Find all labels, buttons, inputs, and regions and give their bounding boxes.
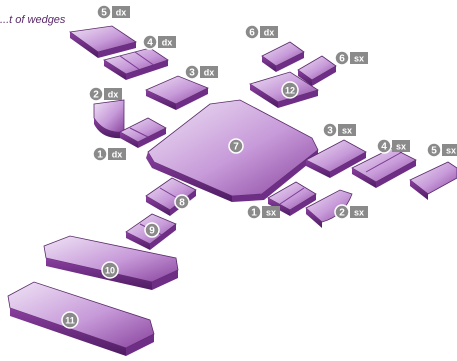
side-text-p3dx: dx	[204, 68, 215, 78]
label-p11: 11	[62, 312, 78, 328]
number-text-p6sx: 6	[339, 54, 345, 65]
number-text-p5sx: 5	[431, 146, 437, 157]
side-text-p4sx: sx	[396, 142, 406, 152]
diagram-title: ...t of wedges	[0, 14, 65, 26]
number-text-p1dx: 1	[97, 150, 103, 161]
label-p6sx: 6 sx	[335, 51, 368, 65]
side-text-p6dx: dx	[264, 28, 275, 38]
piece-6-dx	[262, 42, 304, 72]
side-text-p5sx: sx	[446, 146, 456, 156]
side-text-p6sx: sx	[354, 54, 364, 64]
number-text-p8: 8	[179, 198, 185, 209]
number-text-p3sx: 3	[327, 126, 333, 137]
number-text-p7: 7	[233, 142, 239, 153]
number-text-p10: 10	[105, 266, 115, 276]
side-text-p1sx: sx	[266, 208, 276, 218]
label-p3sx: 3 sx	[323, 123, 356, 137]
number-text-p2dx: 2	[93, 90, 99, 101]
label-p3dx: 3 dx	[185, 65, 218, 79]
label-p8: 8	[175, 195, 189, 209]
label-p7: 7	[229, 139, 243, 153]
piece-5-sx	[410, 162, 457, 200]
number-text-p12: 12	[285, 86, 295, 96]
side-text-p1dx: dx	[112, 150, 123, 160]
number-text-p9: 9	[149, 226, 155, 237]
label-p6dx: 6 dx	[245, 25, 278, 39]
number-text-p1sx: 1	[251, 208, 257, 219]
label-p1sx: 1 sx	[247, 205, 280, 219]
label-p1dx: 1 dx	[93, 147, 126, 161]
side-text-p3sx: sx	[342, 126, 352, 136]
number-text-p4dx: 4	[147, 38, 153, 49]
piece-8	[146, 178, 196, 216]
piece-11	[8, 282, 154, 356]
piece-2-dx	[94, 100, 124, 138]
number-text-p6dx: 6	[249, 28, 255, 39]
label-p4dx: 4 dx	[143, 35, 176, 49]
side-text-p4dx: dx	[162, 38, 173, 48]
number-text-p4sx: 4	[381, 142, 387, 153]
piece-3-dx	[146, 76, 208, 110]
side-text-p2dx: dx	[108, 90, 119, 100]
number-text-p2sx: 2	[339, 208, 345, 219]
piece-5-dx	[70, 26, 136, 58]
label-p5dx: 5 dx	[97, 5, 130, 19]
number-text-p5dx: 5	[101, 8, 107, 19]
label-p9: 9	[145, 223, 159, 237]
number-text-p11: 11	[65, 316, 75, 326]
label-p2sx: 2 sx	[335, 205, 368, 219]
side-text-p2sx: sx	[354, 208, 364, 218]
side-text-p5dx: dx	[116, 8, 127, 18]
label-p2dx: 2 dx	[89, 87, 122, 101]
label-p5sx: 5 sx	[427, 143, 457, 157]
label-p10: 10	[102, 262, 118, 278]
label-p12: 12	[282, 82, 298, 98]
label-p4sx: 4 sx	[377, 139, 410, 153]
number-text-p3dx: 3	[189, 68, 195, 79]
